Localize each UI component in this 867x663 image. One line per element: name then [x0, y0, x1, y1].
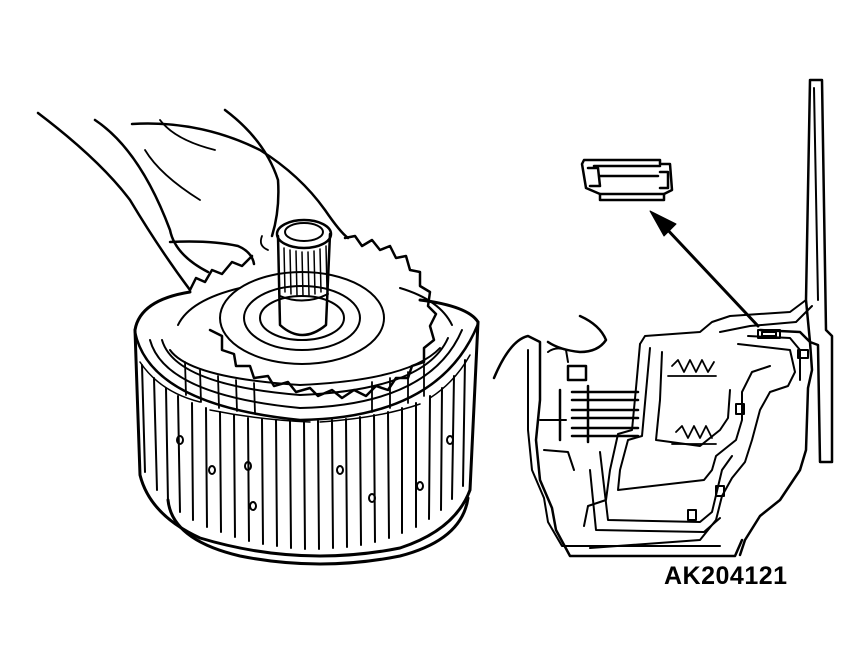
seal-marks	[687, 329, 809, 521]
case-step-inner	[719, 305, 813, 333]
drum-outer-wall	[133, 320, 480, 558]
housing-inner-4	[599, 451, 733, 523]
shaft-top	[275, 218, 333, 250]
cross-section-diagram	[492, 78, 834, 558]
drum-top-rim-outer	[133, 290, 480, 332]
clutch-pack-section	[558, 364, 640, 444]
hand-back	[36, 111, 192, 292]
drum-top-rim-inner	[149, 329, 463, 409]
housing-outer-3	[589, 343, 796, 549]
hand-fingers	[130, 122, 350, 240]
section-left-inner	[527, 349, 721, 547]
gear-hub-middle	[243, 285, 361, 351]
callout-arrow	[649, 210, 760, 328]
case-vertical-plate	[804, 78, 834, 464]
section-left-profile	[492, 334, 744, 558]
drum-bottom-rim	[166, 496, 470, 566]
shaft-collar	[279, 293, 329, 302]
housing-outer-1	[738, 328, 814, 557]
hand-thumb	[223, 108, 280, 238]
clutch-drum-assembly	[133, 218, 480, 566]
shaft-splines	[283, 245, 328, 297]
clutch-plate-ring-2	[161, 337, 449, 396]
gear-hub-inner	[259, 295, 345, 341]
return-spring-lower	[671, 425, 717, 445]
seal-ring-inner-left	[586, 166, 602, 188]
hand-outline	[36, 108, 350, 292]
clutch-plate-ring-1	[177, 287, 453, 326]
case-step	[639, 299, 807, 345]
case-vertical-inner	[813, 87, 819, 301]
seal-ring-detail	[580, 158, 674, 202]
housing-inner-5	[589, 469, 721, 533]
gear-toothed-outline	[188, 234, 438, 400]
drum-top-rim-front	[133, 322, 480, 422]
section-hand-tip	[546, 314, 608, 354]
plate-teeth	[184, 361, 425, 414]
drum-splines	[141, 359, 466, 550]
seal-ring-top-lip	[592, 164, 662, 178]
seal-ring-base	[598, 192, 666, 202]
hand-palm	[93, 118, 210, 274]
hand-wrist	[168, 240, 256, 266]
shaft-top-inner	[284, 222, 324, 242]
seal-ring-outer	[580, 158, 674, 196]
seal-ring-inner-right	[658, 170, 670, 190]
return-spring-upper	[667, 359, 717, 377]
drum-holes	[176, 435, 454, 511]
hand-finger-crease	[144, 119, 216, 201]
shaft-body	[276, 232, 332, 337]
drum-spline-notches	[139, 354, 471, 423]
housing-inner-3	[655, 351, 731, 447]
hand-knuckle	[259, 235, 269, 251]
arrow-head	[649, 210, 677, 237]
housing-inner-2	[617, 347, 771, 491]
housing-inner-1	[583, 343, 641, 527]
arrow-shaft	[662, 224, 760, 328]
figure-code: AK204121	[664, 562, 788, 590]
